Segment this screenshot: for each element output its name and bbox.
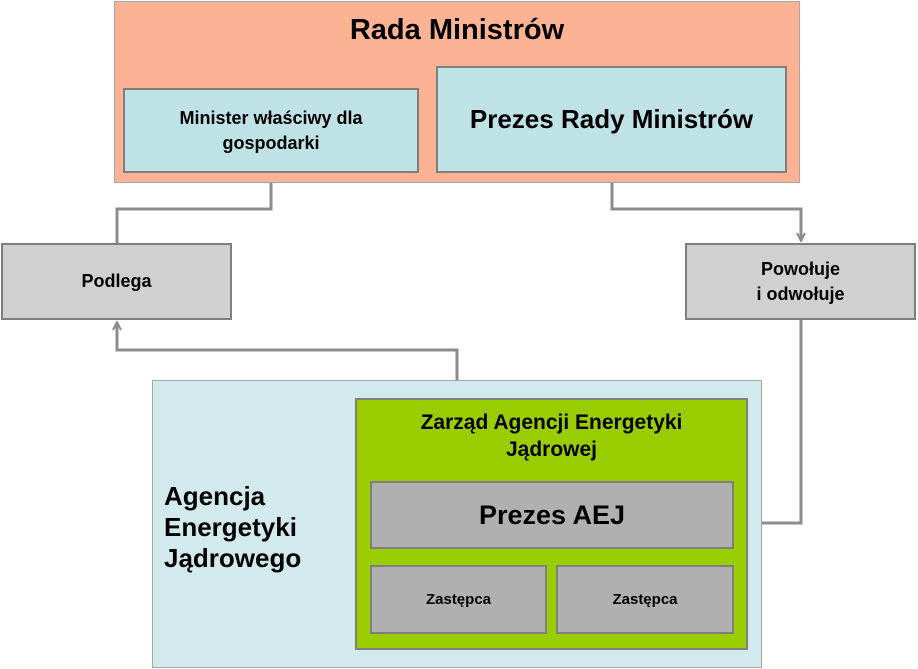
- connector-podlega-to-minister: [115, 176, 271, 243]
- connector-agencja-to-podlega: [117, 323, 459, 380]
- zastepca-box-2: Zastępca: [556, 565, 734, 634]
- rada-ministrow-title: Rada Ministrów: [349, 14, 565, 46]
- podlega-box: Podlega: [1, 243, 232, 320]
- minister-gospodarki-box: Minister właściwy dla gospodarki: [123, 88, 419, 173]
- zarzad-title: Zarząd Agencji Energetyki Jądrowej: [420, 411, 683, 461]
- prezes-aej-box: Prezes AEJ: [370, 481, 734, 549]
- powoluje-box: Powołuje i odwołuje: [685, 243, 916, 320]
- connector-prezes-to-powoluje: [610, 174, 801, 240]
- connector-powoluje-to-prezes-aej: [752, 320, 803, 523]
- agencja-label: Agencja Energetyki Jądrowego: [164, 481, 302, 573]
- prezes-rady-ministrow-box: Prezes Rady Ministrów: [436, 66, 787, 173]
- zastepca-box-1: Zastępca: [370, 565, 547, 634]
